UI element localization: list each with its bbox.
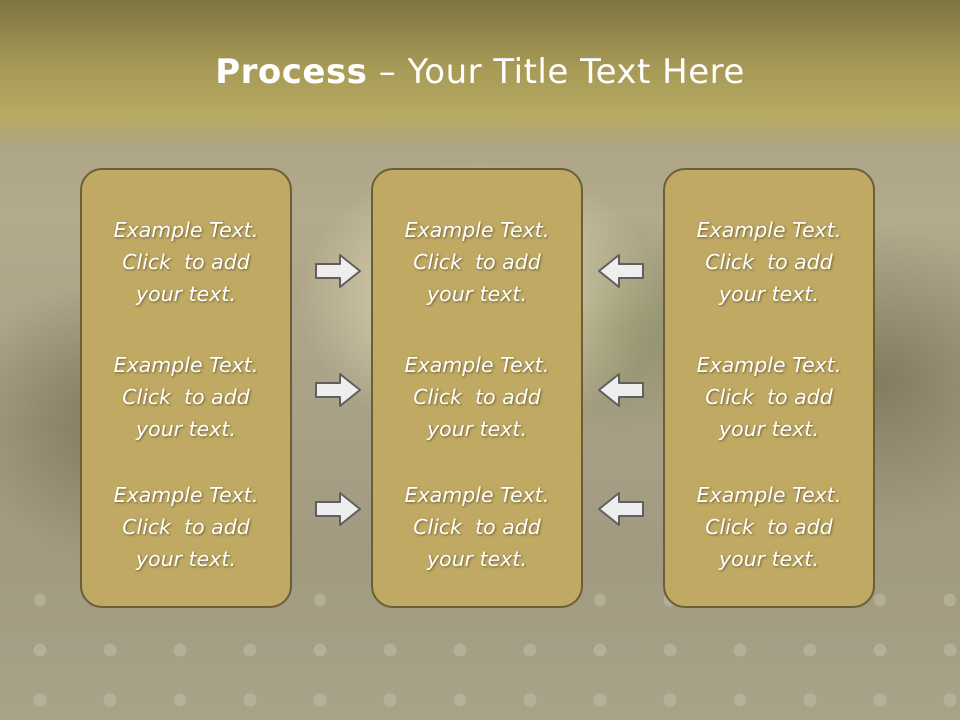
text-placeholder[interactable]: Example Text. Click to add your text. [665, 214, 873, 310]
text-line: Example Text. [404, 483, 550, 507]
text-placeholder[interactable]: Example Text. Click to add your text. [373, 214, 581, 310]
arrow-right-icon [315, 492, 361, 526]
text-line: Click to add [413, 385, 541, 409]
text-line: Example Text. [696, 218, 842, 242]
text-line: your text. [136, 282, 236, 306]
text-placeholder[interactable]: Example Text. Click to add your text. [665, 349, 873, 445]
arrow-left-icon [598, 373, 644, 407]
arrow-left-icon [598, 492, 644, 526]
title-bar: Process – Your Title Text Here [0, 0, 960, 150]
text-line: your text. [719, 547, 819, 571]
text-line: your text. [136, 417, 236, 441]
text-line: Example Text. [113, 353, 259, 377]
text-line: Click to add [122, 515, 250, 539]
text-line: Example Text. [113, 218, 259, 242]
text-line: Example Text. [404, 218, 550, 242]
text-placeholder[interactable]: Example Text. Click to add your text. [373, 479, 581, 575]
text-line: Example Text. [113, 483, 259, 507]
text-line: Click to add [413, 515, 541, 539]
text-line: Click to add [122, 385, 250, 409]
text-placeholder[interactable]: Example Text. Click to add your text. [373, 349, 581, 445]
text-line: Click to add [705, 250, 833, 274]
text-line: your text. [427, 547, 527, 571]
panel-left[interactable]: Example Text. Click to add your text. Ex… [80, 168, 292, 608]
arrow-right-icon [315, 373, 361, 407]
text-placeholder[interactable]: Example Text. Click to add your text. [82, 349, 290, 445]
text-line: your text. [719, 282, 819, 306]
text-line: Example Text. [696, 353, 842, 377]
text-line: your text. [427, 417, 527, 441]
text-placeholder[interactable]: Example Text. Click to add your text. [665, 479, 873, 575]
text-placeholder[interactable]: Example Text. Click to add your text. [82, 479, 290, 575]
title-bold: Process [215, 52, 368, 92]
text-line: your text. [719, 417, 819, 441]
text-line: your text. [136, 547, 236, 571]
panel-right[interactable]: Example Text. Click to add your text. Ex… [663, 168, 875, 608]
arrow-right-icon [315, 254, 361, 288]
arrow-left-icon [598, 254, 644, 288]
panel-center[interactable]: Example Text. Click to add your text. Ex… [371, 168, 583, 608]
text-line: your text. [427, 282, 527, 306]
text-line: Example Text. [404, 353, 550, 377]
text-line: Example Text. [696, 483, 842, 507]
text-line: Click to add [122, 250, 250, 274]
slide-title[interactable]: Process – Your Title Text Here [0, 52, 960, 92]
text-line: Click to add [413, 250, 541, 274]
text-line: Click to add [705, 385, 833, 409]
title-rest: – Your Title Text Here [367, 52, 745, 92]
text-line: Click to add [705, 515, 833, 539]
text-placeholder[interactable]: Example Text. Click to add your text. [82, 214, 290, 310]
